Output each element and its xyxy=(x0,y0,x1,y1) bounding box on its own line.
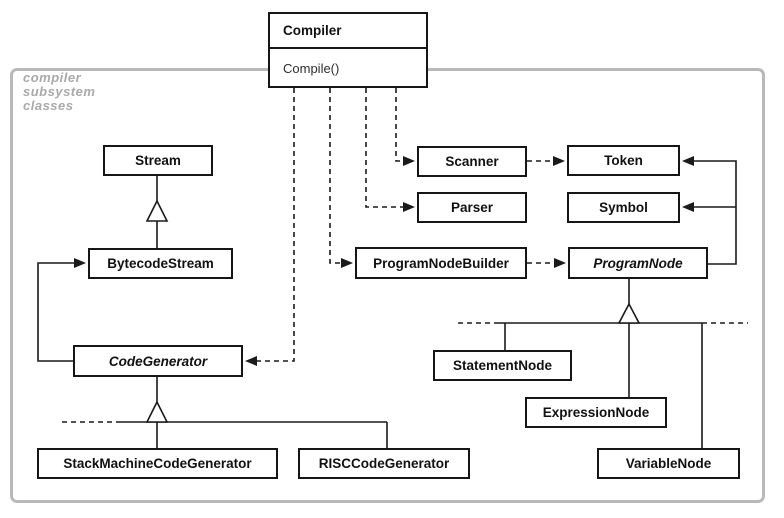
note-line-3: classes xyxy=(23,98,74,113)
arrowhead-into-codegenerator xyxy=(245,356,257,366)
class-box-token: Token xyxy=(567,145,680,176)
class-box-stackmachinecodegenerator: StackMachineCodeGenerator xyxy=(37,448,278,479)
inheritance-triangle-codegenerator xyxy=(145,400,169,423)
class-box-symbol: Symbol xyxy=(567,192,680,223)
class-box-scanner: Scanner xyxy=(417,146,527,177)
dependency-compiler-scanner xyxy=(395,88,404,162)
inheritance-codegenerator-subclasses xyxy=(62,377,388,448)
inheritance-programnode-subclasses xyxy=(458,278,748,448)
class-box-variablenode: VariableNode xyxy=(597,448,740,479)
dependency-compiler-codegenerator xyxy=(256,88,295,362)
arrowhead-into-scanner xyxy=(403,156,415,166)
class-box-compiler: Compiler Compile() xyxy=(268,12,428,88)
class-box-statementnode: StatementNode xyxy=(433,350,572,381)
inheritance-triangle-programnode xyxy=(617,302,641,324)
reference-codegenerator-bytecodestream xyxy=(37,262,75,362)
dependency-compiler-programnodebuilder xyxy=(329,88,344,264)
class-box-stream: Stream xyxy=(103,145,213,176)
class-name-compiler: Compiler xyxy=(270,14,426,49)
subsystem-note: compiler subsystem classes xyxy=(23,71,143,113)
note-line-2: subsystem xyxy=(23,84,96,99)
inheritance-triangle-stream xyxy=(145,199,169,222)
arrowhead-into-symbol-right xyxy=(682,202,694,212)
dependency-compiler-parser xyxy=(365,88,404,208)
class-box-codegenerator: CodeGenerator xyxy=(73,345,243,377)
method-label-compile: Compile() xyxy=(283,61,340,76)
class-box-risccodegenerator: RISCCodeGenerator xyxy=(298,448,470,479)
arrowhead-into-programnodebuilder xyxy=(341,258,353,268)
class-box-parser: Parser xyxy=(417,192,527,223)
arrowhead-into-token-right xyxy=(682,156,694,166)
reference-programnode-token-symbol xyxy=(693,160,737,265)
class-box-programnode: ProgramNode xyxy=(568,247,708,279)
class-box-expressionnode: ExpressionNode xyxy=(525,397,667,428)
note-line-1: compiler xyxy=(23,70,82,85)
arrowhead-into-programnode xyxy=(554,258,566,268)
class-box-programnodebuilder: ProgramNodeBuilder xyxy=(355,247,527,279)
arrowhead-into-token-left xyxy=(553,156,565,166)
arrowhead-into-bytecodestream xyxy=(74,258,86,268)
arrowhead-into-parser xyxy=(403,202,415,212)
class-box-bytecodestream: BytecodeStream xyxy=(88,248,233,279)
